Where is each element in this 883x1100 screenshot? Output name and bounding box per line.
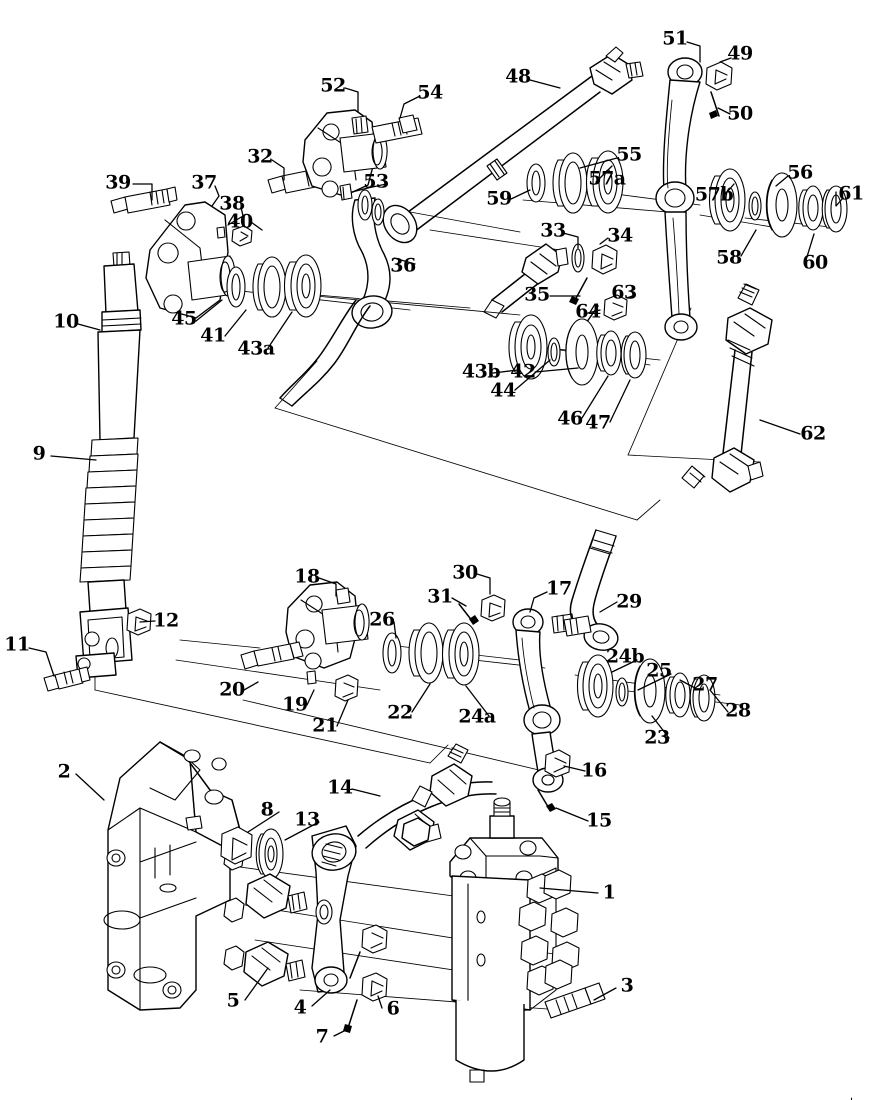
callout-38: 38 <box>219 192 245 215</box>
callout-3: 3 <box>620 974 634 997</box>
callout-31: 31 <box>427 585 453 608</box>
upper-bracket-52 <box>302 109 423 201</box>
steering-column <box>43 251 152 692</box>
lower-left-joints <box>401 817 431 847</box>
callout-35: 35 <box>524 283 550 306</box>
intermediate-arm-29 <box>563 529 619 651</box>
callout-1: 1 <box>602 881 616 904</box>
pivot-bracket-18 <box>240 581 370 702</box>
callout-57a: 57a <box>588 167 626 190</box>
callout-48: 48 <box>505 65 531 88</box>
callout-37: 37 <box>191 171 217 194</box>
tie-rod-62 <box>681 283 773 493</box>
callout-2: 2 <box>57 760 71 783</box>
callout-28: 28 <box>725 699 751 722</box>
callout-50: 50 <box>727 102 753 125</box>
bushing-stack-23 <box>576 654 716 724</box>
mounting-bracket-2 <box>103 741 245 1011</box>
callout-46: 46 <box>557 407 583 430</box>
pitman-arm-4 <box>243 825 388 1033</box>
callout-32: 32 <box>247 145 273 168</box>
callout-10: 10 <box>53 310 79 333</box>
callout-12: 12 <box>153 609 179 632</box>
bell-crank-17 <box>458 594 575 793</box>
callout-26: 26 <box>369 608 395 631</box>
bushing-stack-22 <box>382 622 480 686</box>
callout-13: 13 <box>294 808 320 831</box>
callout-36: 36 <box>390 254 416 277</box>
callout-6: 6 <box>386 997 400 1020</box>
callout-56: 56 <box>787 161 813 184</box>
callout-15: 15 <box>586 809 612 832</box>
callout-40: 40 <box>227 210 253 233</box>
callout-8: 8 <box>260 798 274 821</box>
callout-34: 34 <box>607 224 633 247</box>
callout-24b: 24b <box>605 645 645 668</box>
callout-47: 47 <box>585 411 611 434</box>
callout-53: 53 <box>363 170 389 193</box>
callout-5: 5 <box>226 989 240 1012</box>
callout-49: 49 <box>727 42 753 65</box>
bushing-stack-42 <box>508 314 647 386</box>
callout-51: 51 <box>662 27 688 50</box>
idler-arm-36 <box>279 189 393 407</box>
callout-63: 63 <box>611 281 637 304</box>
callout-42: 42 <box>510 360 536 383</box>
callout-33: 33 <box>540 219 566 242</box>
callout-61: 61 <box>838 182 864 205</box>
callout-17: 17 <box>546 577 572 600</box>
bushing-stack-right-56 <box>708 168 848 238</box>
callout-59: 59 <box>486 187 512 210</box>
callout-43a: 43a <box>237 337 275 360</box>
callout-52: 52 <box>320 74 346 97</box>
callout-19: 19 <box>282 693 308 716</box>
steering-gear-box-1 <box>449 749 606 1083</box>
callout-64: 64 <box>575 300 601 323</box>
upper-rod-48 <box>371 46 644 244</box>
callout-62: 62 <box>800 422 826 445</box>
callout-18: 18 <box>294 565 320 588</box>
vertical-link-51 <box>655 57 733 341</box>
gear-box-bolts <box>518 869 580 996</box>
callout-55: 55 <box>616 143 642 166</box>
callout-23: 23 <box>644 726 670 749</box>
callout-54: 54 <box>417 81 443 104</box>
bushing-stack-left <box>226 254 322 318</box>
lower-rod-assembly <box>483 243 628 331</box>
hardware-8-13 <box>220 826 284 880</box>
callout-30: 30 <box>452 561 478 584</box>
callout-14: 14 <box>327 776 353 799</box>
callout-27: 27 <box>692 673 718 696</box>
callout-39: 39 <box>105 171 131 194</box>
callout-57b: 57b <box>694 183 734 206</box>
callout-20: 20 <box>219 678 245 701</box>
callout-16: 16 <box>581 759 607 782</box>
callout-41: 41 <box>200 324 226 347</box>
callout-58: 58 <box>716 246 742 269</box>
callout-4: 4 <box>293 996 307 1019</box>
callout-44: 44 <box>490 379 516 402</box>
callout-9: 9 <box>32 442 46 465</box>
callout-25: 25 <box>646 659 672 682</box>
drawing-number: 26751 <box>837 1096 857 1100</box>
callout-11: 11 <box>4 633 30 656</box>
callout-29: 29 <box>616 590 642 613</box>
callout-43b: 43b <box>461 360 501 383</box>
callout-60: 60 <box>802 251 828 274</box>
callout-21: 21 <box>312 714 338 737</box>
callout-7: 7 <box>315 1025 329 1048</box>
callout-22: 22 <box>387 701 413 724</box>
callout-24a: 24a <box>458 705 496 728</box>
bellows <box>79 437 139 583</box>
callout-45: 45 <box>171 307 197 330</box>
